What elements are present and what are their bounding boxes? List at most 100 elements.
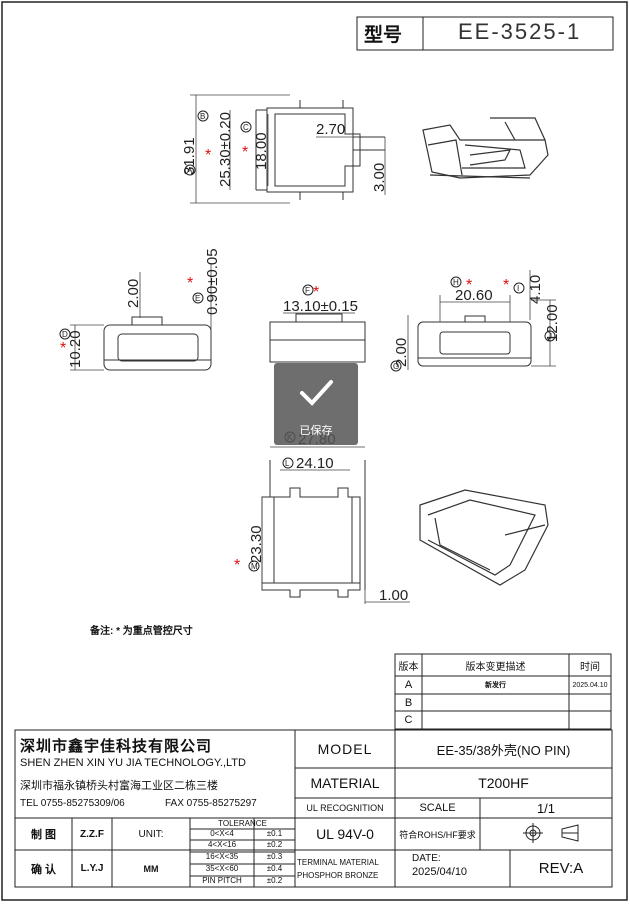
model-label: 型号: [364, 25, 403, 46]
marker-j: J: [544, 330, 556, 342]
check-label: 确 认: [30, 863, 57, 876]
tol-value: ±0.3: [266, 852, 283, 861]
marker-h: H: [450, 276, 462, 288]
svg-text:D: D: [62, 330, 68, 339]
dim-10-20: 10.20: [67, 330, 84, 368]
tol-range: 16<X<35: [205, 852, 239, 861]
critical-dim-note: 备注: * 为重点管控尺寸: [90, 626, 193, 637]
revision-table: [394, 653, 612, 730]
marker-i: I: [513, 282, 525, 294]
tol-value: ±0.2: [266, 876, 283, 885]
date-value: 2025/04/10: [412, 866, 468, 878]
iso-view-top: [422, 117, 549, 179]
svg-text:*: *: [187, 275, 193, 292]
dim-2-00-left: 2.00: [125, 279, 142, 308]
projection-symbol-icon: [523, 823, 579, 843]
svg-text:M: M: [251, 562, 258, 571]
top-view-dims: [190, 94, 386, 204]
bottom-view-dims: [261, 446, 410, 604]
iso-view-bottom: [419, 489, 549, 586]
model-header-box: [356, 16, 614, 51]
dim-20-60: 20.60: [455, 287, 493, 304]
dim-12-00: 12.00: [544, 304, 561, 342]
svg-text:*: *: [313, 284, 319, 301]
rev-row-desc: 新发行: [485, 682, 506, 689]
dim-0-90: 0.90±0.05: [204, 248, 221, 315]
drawn-label: 制 图: [30, 829, 57, 841]
dim-18-00: 18.00: [253, 132, 270, 170]
unit-value: MM: [143, 863, 159, 874]
svg-text:C: C: [243, 123, 249, 132]
unit-label: UNIT:: [138, 828, 164, 840]
tol-range: PIN PITCH: [202, 876, 242, 885]
marker-l: L: [282, 457, 294, 469]
company-address: 深圳市福永镇桥头村富海工业区二栋三楼: [20, 780, 218, 792]
front-view: [269, 313, 366, 363]
ul-label: UL RECOGNITION: [306, 803, 384, 813]
company-name-en: SHEN ZHEN XIN YU JIA TECHNOLOGY.,LTD: [20, 757, 246, 769]
svg-text:*: *: [60, 340, 66, 357]
left-view-dims: [70, 263, 212, 371]
rev-header-version: 版本: [398, 661, 419, 673]
company-tel: TEL 0755-85275309/06: [20, 798, 125, 809]
tol-range: 4<X<16: [207, 840, 237, 849]
tol-value: ±0.4: [266, 864, 283, 873]
tol-range: 35<X<60: [205, 864, 239, 873]
tol-range: 0<X<4: [210, 829, 234, 838]
svg-text:L: L: [285, 459, 290, 468]
bottom-view: [261, 460, 366, 598]
marker-g: G: [390, 360, 402, 372]
tolerance-title: TOLERANCE: [218, 819, 267, 828]
dim-1-00: 1.00: [379, 587, 408, 604]
left-view: [103, 316, 212, 371]
dim-31-91: 31.91: [181, 137, 198, 175]
checked-by: L.Y.J: [80, 863, 104, 874]
rev-header-date: 时间: [580, 661, 600, 673]
revision-value: REV:A: [538, 860, 584, 877]
company-fax: FAX 0755-85275297: [165, 798, 257, 809]
marker-a: A: [184, 164, 196, 176]
top-view: [255, 100, 385, 200]
date-label: DATE:: [412, 853, 441, 864]
dim-4-10: 4.10: [527, 275, 544, 304]
svg-text:A: A: [187, 166, 193, 175]
svg-text:*: *: [242, 144, 248, 161]
dim-2-00-right: 2.00: [393, 338, 410, 367]
dim-2-70: 2.70: [316, 121, 345, 138]
svg-text:B: B: [200, 112, 205, 121]
right-view: [417, 315, 532, 367]
svg-text:G: G: [393, 362, 399, 371]
ul-value: UL 94V-0: [316, 826, 374, 842]
dim-23-30: 23.30: [248, 525, 265, 563]
marker-c: C: [240, 121, 252, 133]
checkmark-icon: [300, 380, 333, 406]
svg-text:*: *: [234, 557, 240, 574]
marker-b: B: [197, 110, 209, 122]
scale-label: SCALE: [419, 802, 456, 814]
company-name-cn: 深圳市鑫宇佳科技有限公司: [20, 738, 213, 755]
svg-text:J: J: [548, 332, 552, 341]
model-number: EE-3525-1: [458, 19, 582, 44]
tol-value: ±0.1: [266, 829, 283, 838]
dim-3-00: 3.00: [371, 163, 388, 192]
drawn-by: Z.Z.F: [80, 828, 104, 840]
rohs-compliance: 符合ROHS/HF要求: [399, 829, 476, 840]
rev-row-version: A: [404, 679, 413, 691]
dim-13-10: 13.10±0.15: [283, 298, 358, 315]
critical-stars: * * * * * * * *: [60, 144, 509, 574]
terminal-material: TERMINAL MATERIAL: [297, 858, 379, 867]
phosphor-bronze: PHOSPHOR BRONZE: [297, 871, 379, 880]
rev-row-version: C: [404, 714, 413, 726]
model-field-value: EE-35/38外壳(NO PIN): [436, 742, 571, 758]
rev-header-desc: 版本变更描述: [465, 661, 526, 673]
marker-d: D: [59, 328, 71, 340]
svg-text:I: I: [517, 284, 519, 293]
material-label: MATERIAL: [310, 775, 380, 791]
marker-f: F: [302, 284, 314, 296]
tol-value: ±0.2: [266, 840, 283, 849]
dim-24-10: 24.10: [296, 455, 334, 472]
saved-toast: 已保存: [274, 363, 358, 445]
svg-text:F: F: [305, 286, 310, 295]
